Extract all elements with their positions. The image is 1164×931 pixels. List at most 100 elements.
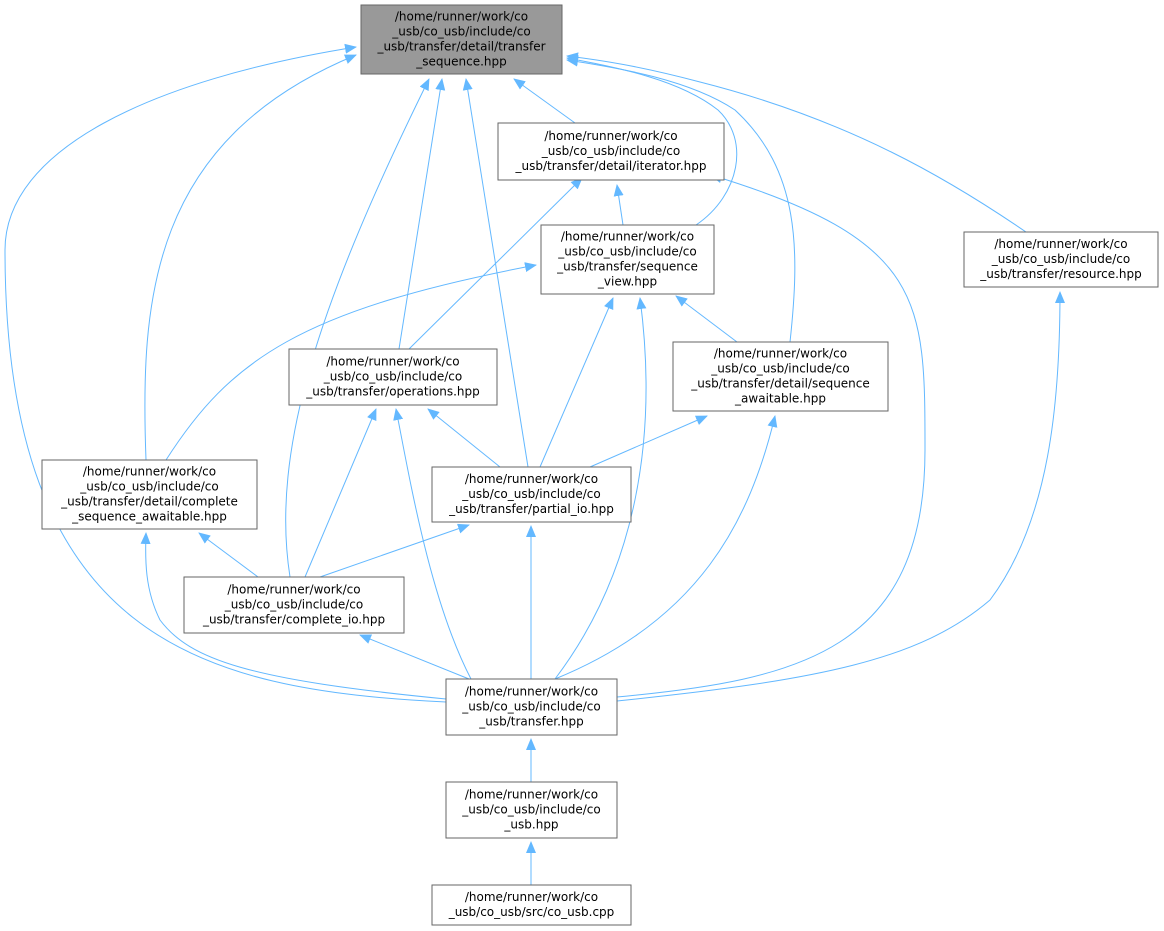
edge-line [427, 408, 501, 468]
file-node-iterator[interactable]: /home/runner/work/co_usb/co_usb/include/… [497, 122, 725, 181]
node-label-line: _usb/transfer/detail/transfer [376, 40, 545, 54]
edge-sequence_awaitable-to-sequence_view [675, 295, 738, 343]
node-box [360, 4, 563, 75]
edge-complete_io-to-complete_sequence_awaitable [198, 532, 259, 578]
node-label-line: _usb/co_usb/include/co [461, 700, 600, 714]
edge-iterator-to-sequence [513, 78, 576, 124]
node-label-line: /home/runner/work/co [465, 890, 598, 904]
file-nodes: /home/runner/work/co_usb/co_usb/include/… [41, 4, 1159, 926]
file-node-sequence-awaitable[interactable]: /home/runner/work/co_usb/co_usb/include/… [672, 341, 889, 412]
edge-line [616, 173, 926, 698]
node-label-line: _usb/co_usb/include/co [461, 487, 600, 501]
node-label-line: _awaitable.hpp [734, 392, 826, 406]
node-box [672, 341, 889, 412]
edge-line [566, 56, 796, 343]
edge-operations-to-iterator [408, 177, 583, 350]
edge-partial_io-to-operations [427, 408, 501, 468]
edge-line [616, 291, 1065, 702]
edge-complete_io-to-sequence [285, 78, 430, 578]
node-label-line: _usb/co_usb/include/co [541, 144, 680, 158]
node-label-line: _usb/transfer/detail/complete [60, 495, 238, 509]
edge-line [566, 52, 1027, 233]
node-box [41, 459, 258, 530]
node-box [963, 231, 1159, 288]
node-label-line: /home/runner/work/co [83, 465, 216, 479]
edge-line [359, 634, 470, 680]
node-label-line: /home/runner/work/co [994, 237, 1127, 251]
edge-line [513, 78, 576, 124]
edge-line [613, 184, 624, 226]
file-node-complete-io[interactable]: /home/runner/work/co_usb/co_usb/include/… [183, 576, 405, 634]
edge-sequence_awaitable-to-sequence [566, 56, 796, 343]
node-label-line: _usb/transfer/detail/sequence [690, 377, 870, 391]
edge-line [198, 532, 259, 578]
node-box [445, 781, 618, 839]
edge-complete_sequence_awaitable-to-sequence [144, 54, 357, 461]
node-box [431, 466, 632, 523]
node-box [445, 678, 618, 736]
edge-partial_io-to-sequence_view [539, 297, 614, 468]
node-label-line: _usb/co_usb/include/co [391, 25, 530, 39]
node-label-line: /home/runner/work/co [465, 472, 598, 486]
file-node-resource[interactable]: /home/runner/work/co_usb/co_usb/include/… [963, 231, 1159, 288]
edge-line [408, 177, 583, 350]
edge-line [304, 408, 377, 578]
file-node-partial-io[interactable]: /home/runner/work/co_usb/co_usb/include/… [431, 466, 632, 523]
file-node-operations[interactable]: /home/runner/work/co_usb/co_usb/include/… [288, 348, 498, 406]
node-box [183, 576, 405, 634]
node-box [497, 122, 725, 181]
file-node-sequence-view[interactable]: /home/runner/work/co_usb/co_usb/include/… [540, 224, 715, 295]
node-label-line: /home/runner/work/co [326, 355, 459, 369]
node-label-line: /home/runner/work/co [561, 230, 694, 244]
node-label-line: _usb/transfer/resource.hpp [979, 267, 1142, 281]
edge-line [393, 408, 472, 680]
edge-line [140, 532, 447, 700]
node-box [431, 884, 632, 926]
edge-transfer-to-iterator [616, 173, 926, 698]
node-label-line: _view.hpp [597, 275, 657, 289]
edge-transfer-to-complete_sequence_awaitable [140, 532, 447, 700]
node-label-line: _sequence_awaitable.hpp [71, 510, 227, 524]
node-label-line: /home/runner/work/co [395, 10, 528, 24]
file-node-transfer[interactable]: /home/runner/work/co_usb/co_usb/include/… [445, 678, 618, 736]
node-label-line: _usb/transfer/sequence [556, 260, 698, 274]
edge-sequence_view-to-iterator [613, 184, 624, 226]
edge-line [398, 78, 446, 350]
node-label-line: _usb/transfer/detail/iterator.hpp [515, 159, 707, 173]
node-label-line: /home/runner/work/co [465, 685, 598, 699]
node-label-line: _usb/co_usb/include/co [710, 362, 849, 376]
edge-line [319, 523, 470, 578]
node-label-line: _usb/co_usb/src/co_usb.cpp [448, 905, 615, 919]
node-label-line: _usb/transfer/operations.hpp [305, 385, 479, 399]
file-node-sequence[interactable]: /home/runner/work/co_usb/co_usb/include/… [360, 4, 563, 75]
edge-complete_io-to-partial_io [319, 523, 470, 578]
edge-complete_sequence_awaitable-to-sequence_view [165, 262, 537, 461]
file-node-co-usb-cpp[interactable]: /home/runner/work/co_usb/co_usb/src/co_u… [431, 884, 632, 926]
node-label-line: _sequence.hpp [415, 55, 506, 69]
edge-operations-to-sequence [398, 78, 446, 350]
node-label-line: _usb.hpp [503, 818, 558, 832]
node-label-line: _usb/co_usb/include/co [79, 480, 218, 494]
edge-transfer-to-resource [616, 291, 1065, 702]
node-label-line: _usb/transfer.hpp [478, 715, 583, 729]
file-node-complete-sequence-awaitable[interactable]: /home/runner/work/co_usb/co_usb/include/… [41, 459, 258, 530]
node-label-line: /home/runner/work/co [714, 347, 847, 361]
node-label-line: _usb/co_usb/include/co [991, 252, 1130, 266]
edge-transfer-to-complete_io [359, 634, 470, 680]
file-node-co-usb-hpp[interactable]: /home/runner/work/co_usb/co_usb/include/… [445, 781, 618, 839]
edge-transfer-to-sequence_view [554, 297, 647, 680]
node-label-line: /home/runner/work/co [465, 788, 598, 802]
edge-line [589, 415, 708, 468]
edge-partial_io-to-sequence_awaitable [589, 415, 708, 468]
edge-line [675, 295, 738, 343]
node-label-line: /home/runner/work/co [544, 129, 677, 143]
edge-transfer-to-sequence [4, 43, 447, 703]
node-label-line: _usb/co_usb/include/co [224, 598, 363, 612]
edge-line [165, 262, 537, 461]
node-label-line: /home/runner/work/co [227, 583, 360, 597]
edge-line [554, 415, 778, 680]
node-label-line: _usb/co_usb/include/co [557, 245, 696, 259]
edge-line [554, 297, 647, 680]
node-box [288, 348, 498, 406]
